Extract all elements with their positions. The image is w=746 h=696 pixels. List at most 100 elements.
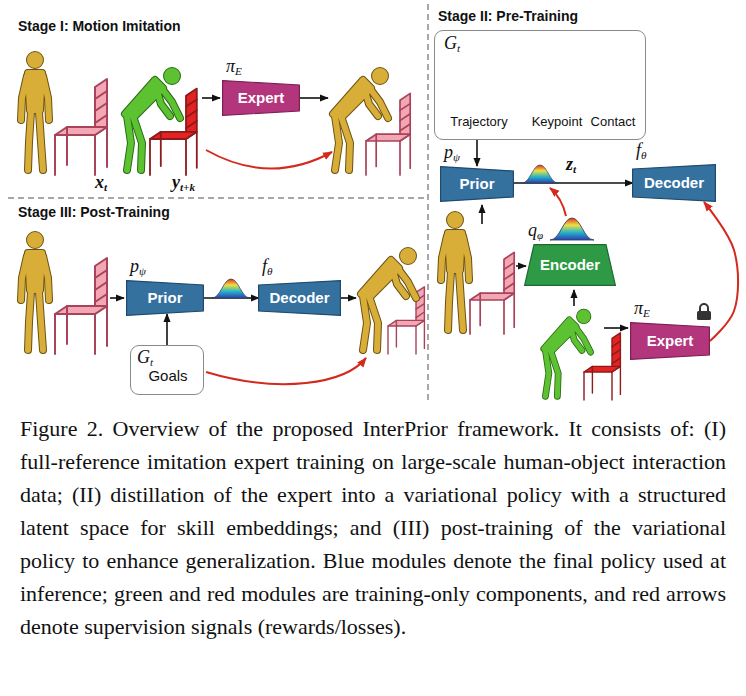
symbol: G (444, 33, 457, 53)
stage-two-scene (470, 252, 514, 334)
symbol-label: pψ (130, 257, 146, 277)
stage-one-scene (333, 71, 388, 170)
module-name: Expert (647, 333, 694, 350)
subscript: θ (641, 149, 646, 161)
stage-one-scene (202, 97, 220, 99)
symbol: f (636, 140, 641, 160)
decoder-box: fθDecoder (258, 280, 341, 316)
symbol: q (528, 220, 537, 240)
subscript: E (643, 307, 650, 319)
stage-one-scene (21, 55, 49, 170)
stage-one-scene (55, 79, 107, 175)
latent-label: zt (566, 155, 576, 175)
subscript: t (457, 42, 460, 54)
stage-three-scene (206, 358, 366, 384)
stage-two-scene (544, 312, 591, 396)
subscript: φ (537, 229, 543, 241)
module-name: Expert (238, 90, 285, 107)
symbol-label: fθ (262, 257, 273, 277)
latent-distributions (550, 188, 566, 216)
subscript: ψ (139, 265, 146, 277)
divider (427, 4, 429, 402)
stage-one-scene (333, 71, 388, 170)
symbol: x (95, 172, 104, 192)
module-name: Decoder (269, 290, 329, 307)
stage-three-scene (21, 235, 49, 350)
prior-box: pψPrior (126, 280, 204, 316)
stage-three-scene (361, 251, 416, 350)
box-shape (127, 281, 204, 316)
prior-box: pψPrior (440, 166, 514, 202)
latent-distributions (522, 165, 558, 183)
box-shape (441, 167, 514, 202)
latent-distributions (550, 218, 594, 240)
stage-two-scene (516, 265, 526, 267)
stage-title: Stage I: Motion Imitation (18, 18, 181, 35)
stage-one-scene (21, 55, 49, 170)
stage-three-scene (21, 235, 49, 350)
symbol: y (172, 172, 180, 192)
expert-box: πEExpert (630, 322, 710, 360)
stage-two-scene (441, 215, 469, 330)
module-name: Prior (147, 290, 182, 307)
goal-type: Keypoint (532, 115, 583, 129)
stage-one-scene (206, 150, 332, 169)
latent-distributions (212, 279, 250, 298)
box-shape (525, 245, 616, 286)
stage-two-scene (544, 312, 591, 396)
symbol: G (137, 347, 150, 367)
stage-two-scene (441, 205, 711, 400)
symbol: p (130, 256, 139, 276)
module-name: Decoder (644, 175, 704, 192)
lock-icon (697, 311, 711, 320)
stage-one-scene (300, 97, 328, 99)
stage-two-scene (481, 205, 483, 224)
stage-three-scene (361, 251, 416, 350)
stage-three-scene (340, 297, 356, 299)
subscript: t (104, 181, 107, 193)
goal-type: Trajectory (450, 115, 507, 129)
figure-caption: Figure 2. Overview of the proposed Inter… (20, 412, 726, 643)
symbol: p (444, 142, 453, 162)
stage-one-scene (125, 71, 180, 170)
symbol-label: pψ (444, 143, 460, 163)
flow-arrow (476, 140, 478, 166)
lock-icon (697, 304, 711, 320)
state-label: yt+k (172, 173, 195, 193)
stage-one-scene (333, 71, 388, 170)
flow-arrow (166, 314, 168, 345)
subscript: t (150, 356, 153, 368)
encoder-box: qφEncoder (524, 244, 616, 286)
goal-panel: GtTrajectory Keypoint Contact (434, 30, 646, 140)
box-shape (631, 323, 710, 360)
goals-box: GtGoals (130, 345, 204, 395)
stage-one-scene (125, 71, 180, 170)
symbol-label: πE (226, 57, 242, 77)
stage-two-scene (604, 327, 628, 329)
symbol: z (566, 154, 573, 174)
subscript: ψ (453, 151, 460, 163)
subscript: θ (267, 265, 272, 277)
box-shape (633, 165, 716, 202)
stage-title: Stage III: Post-Training (18, 204, 170, 221)
subscript: t+k (180, 181, 195, 193)
goal-type: Contact (591, 115, 636, 129)
supervision-arrow (704, 202, 738, 341)
divider (8, 197, 428, 199)
stage-two-scene (441, 215, 469, 330)
stage-three-scene (110, 297, 124, 299)
module-name: Prior (459, 176, 494, 193)
subscript: E (235, 65, 242, 77)
box-shape (223, 81, 300, 116)
symbol-label: Gt (137, 348, 153, 368)
symbol: π (226, 56, 235, 76)
stage-one-scene (21, 55, 410, 175)
symbol-label: Gt (444, 34, 460, 54)
stage-one-scene (125, 71, 180, 170)
stage-two-scene (573, 290, 575, 306)
stage-one-scene (21, 55, 49, 170)
symbol: π (634, 298, 643, 318)
stage-three-scene (21, 235, 424, 384)
stage-two-scene (441, 215, 469, 330)
